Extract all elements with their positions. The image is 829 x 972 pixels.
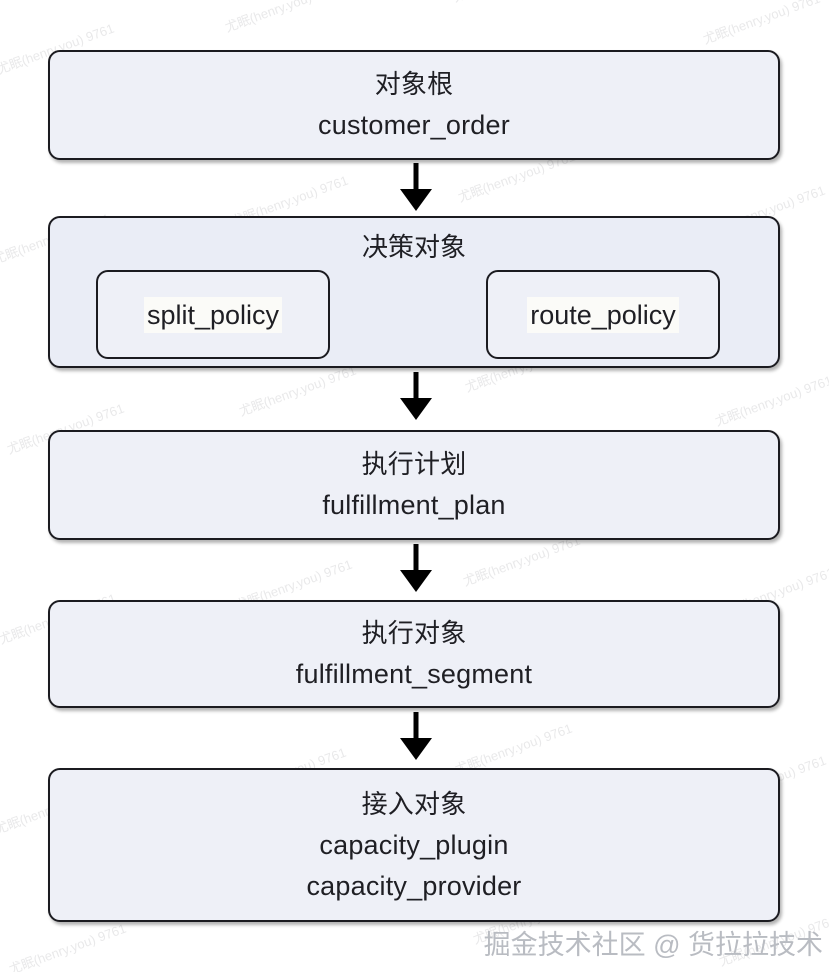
background-watermark: 尤眠(henry.you) 9761 — [713, 372, 829, 429]
node-title: 对象根 — [374, 69, 454, 99]
arrow-plan-to-segment — [400, 544, 432, 592]
background-watermark: 尤眠(henry.you) 9761 — [7, 920, 129, 972]
node-subtitle: fulfillment_segment — [295, 659, 533, 689]
arrow-decision-to-plan — [400, 372, 432, 420]
group-title: 决策对象 — [361, 232, 466, 262]
background-watermark: 尤眠(henry.you) 9761 — [450, 0, 572, 6]
background-watermark: 尤眠(henry.you) 9761 — [237, 362, 359, 419]
node-subtitle-secondary: capacity_provider — [306, 870, 522, 901]
node-title: 执行对象 — [361, 618, 467, 648]
node-execution-plan[interactable]: 执行计划 fulfillment_plan — [48, 430, 780, 540]
node-title: 执行计划 — [361, 449, 467, 479]
node-subtitle: capacity_plugin — [319, 829, 509, 860]
node-subtitle: customer_order — [318, 110, 510, 140]
subnode-route-policy[interactable]: route_policy — [486, 270, 720, 359]
subnode-split-policy[interactable]: split_policy — [96, 270, 330, 359]
subnode-label: split_policy — [143, 296, 283, 333]
node-access-object[interactable]: 接入对象 capacity_plugin capacity_provider — [48, 768, 780, 922]
background-watermark: 尤眠(henry.you) 9761 — [701, 0, 823, 47]
subnode-label: route_policy — [527, 296, 679, 333]
node-execution-object[interactable]: 执行对象 fulfillment_segment — [48, 600, 780, 708]
arrow-segment-to-access — [400, 712, 432, 760]
node-title: 接入对象 — [361, 788, 467, 819]
credit-watermark: 掘金技术社区 @ 货拉拉技术 — [483, 930, 823, 960]
node-subtitle: fulfillment_plan — [322, 490, 506, 520]
arrow-root-to-decision — [400, 163, 432, 211]
node-decision-object[interactable]: 决策对象 split_policy route_policy — [48, 216, 780, 368]
node-object-root[interactable]: 对象根 customer_order — [48, 50, 780, 160]
background-watermark: 尤眠(henry.you) 9761 — [223, 0, 345, 35]
